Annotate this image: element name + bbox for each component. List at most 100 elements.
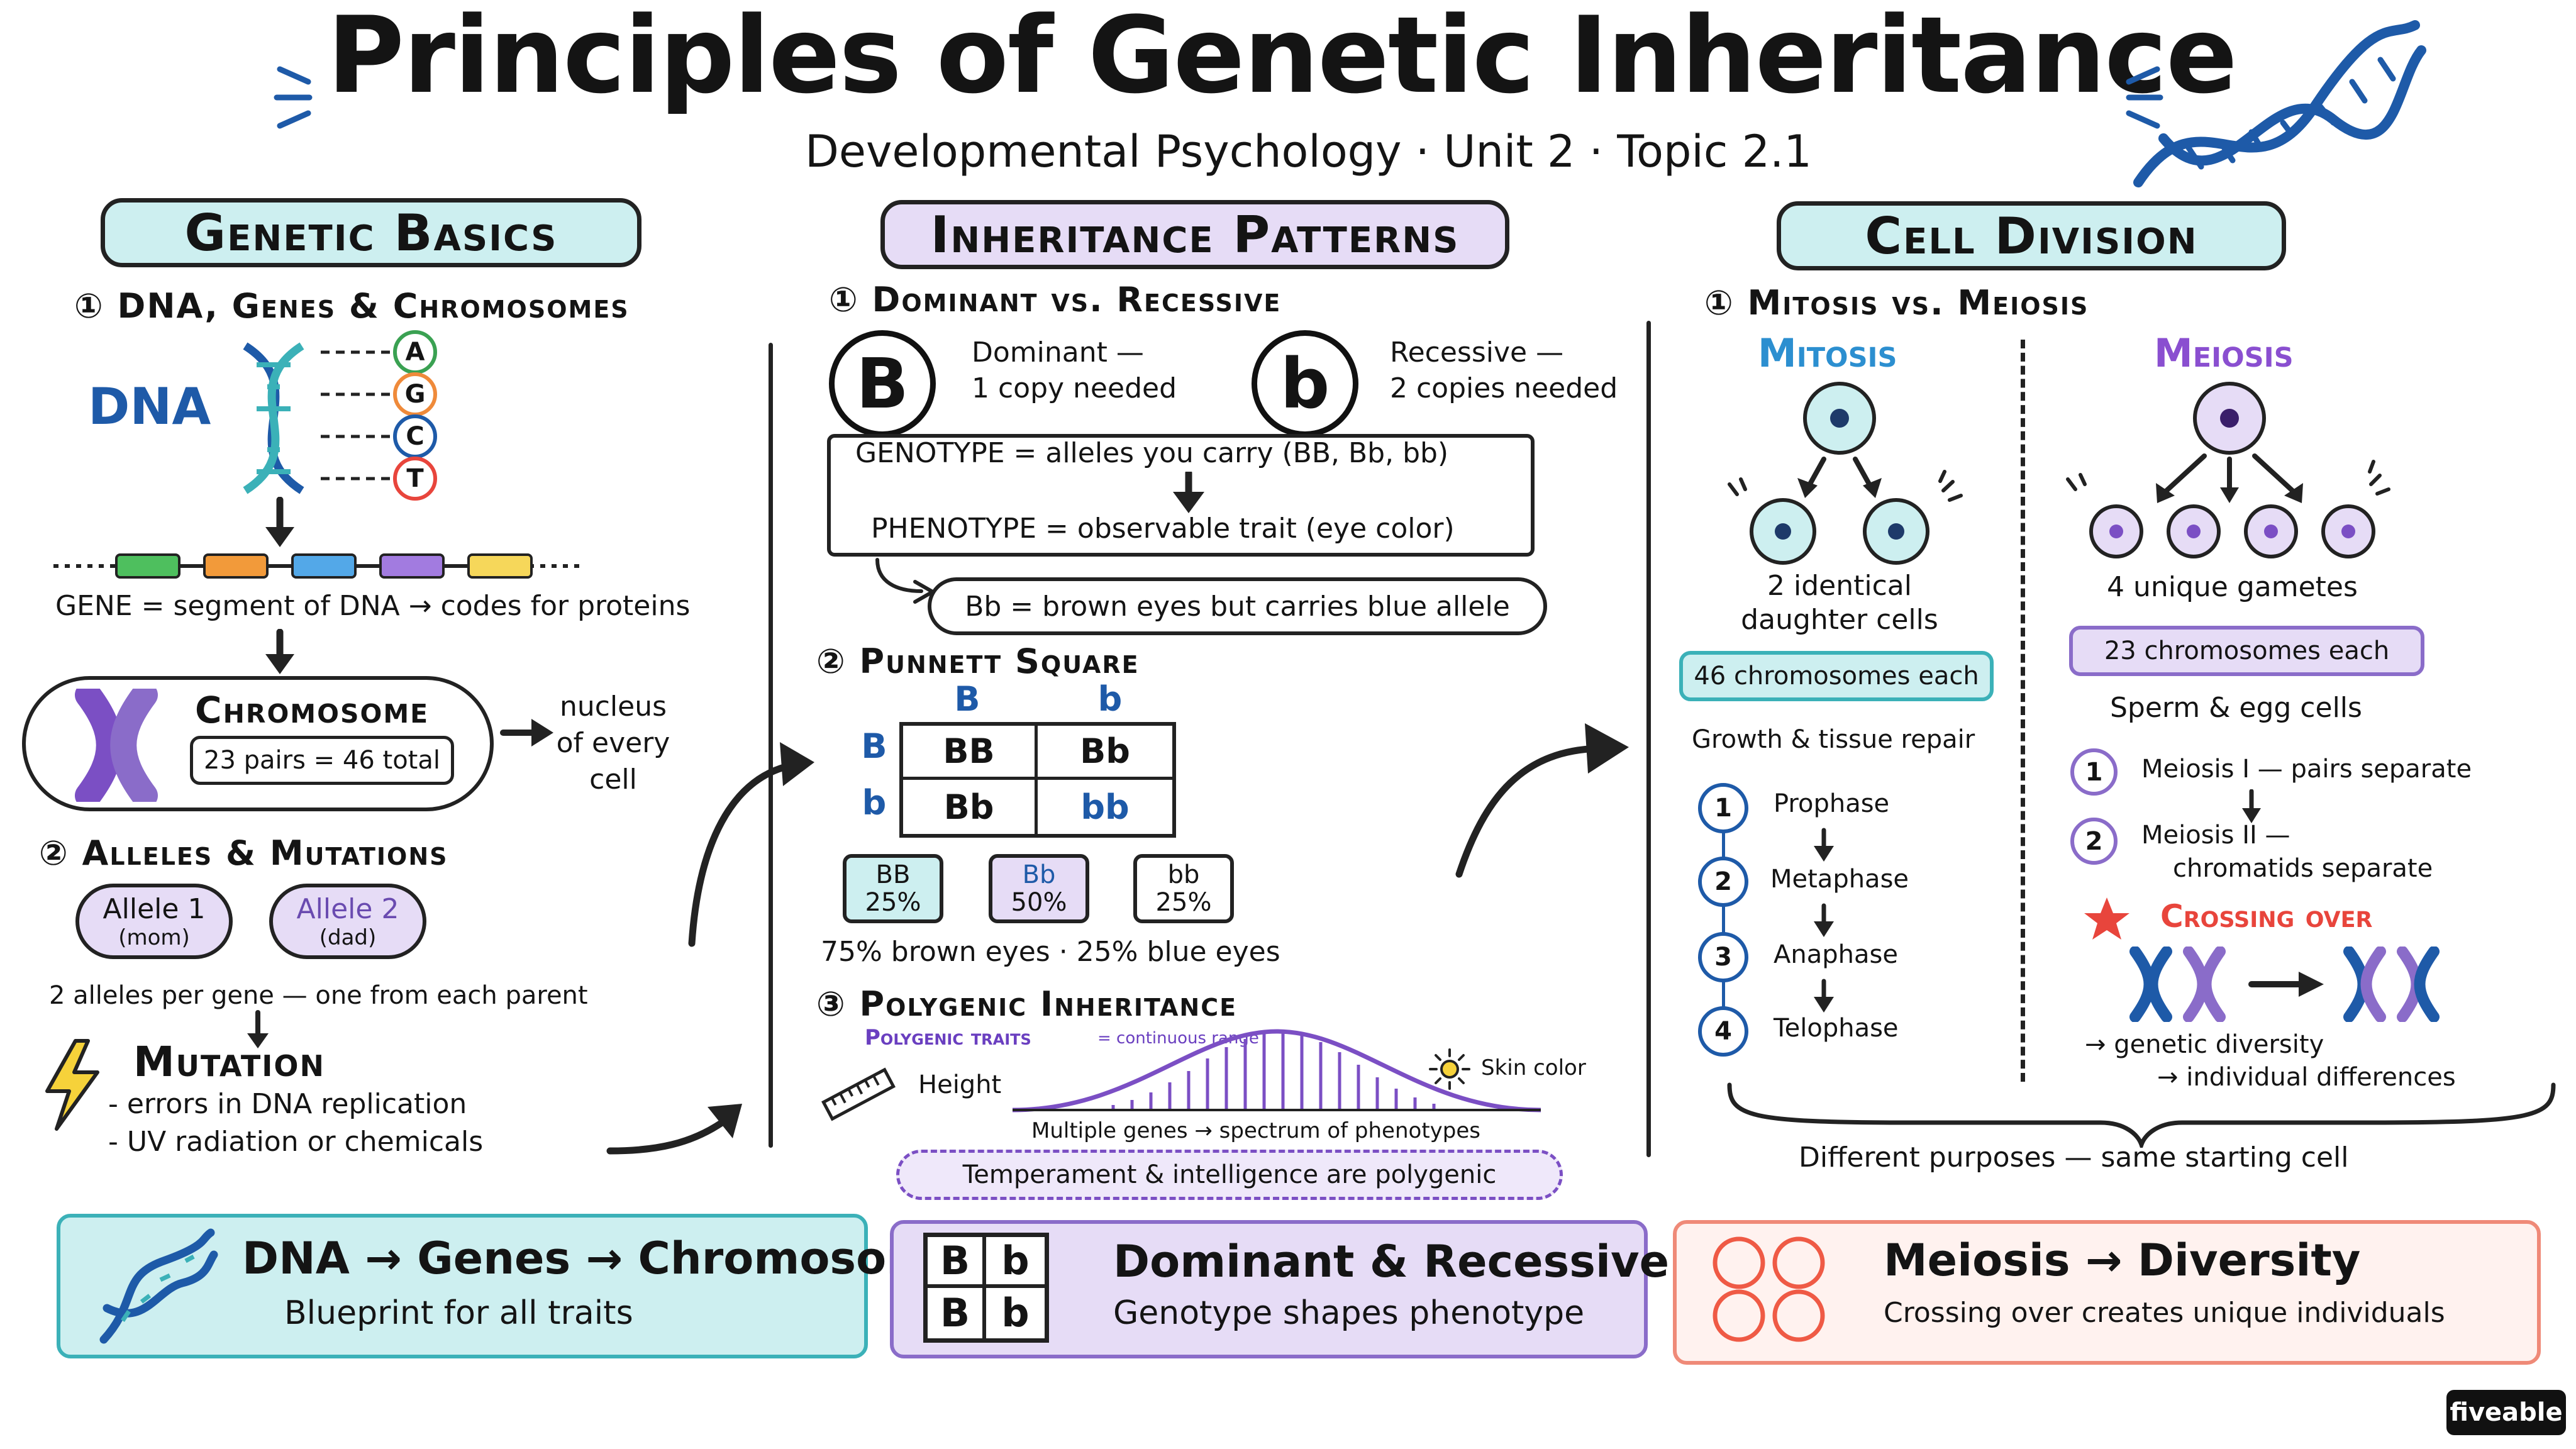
ratio-bb: BB 25% xyxy=(843,854,943,923)
gene-strand xyxy=(53,553,582,579)
punnett-col-header: B xyxy=(954,679,980,719)
nucleus-note-line: of every xyxy=(556,727,670,759)
meiosis-step2b: chromatids separate xyxy=(2173,854,2433,883)
dominant-symbol: B xyxy=(829,330,936,437)
nucleus-note: nucleus of every cell xyxy=(553,689,673,798)
temperament-note: Temperament & intelligence are polygenic xyxy=(896,1150,1563,1200)
meiosis-title: Meiosis xyxy=(2154,330,2294,376)
base-a: A xyxy=(393,330,437,374)
punnett-cell: BB xyxy=(903,726,1038,780)
sparkle-left-icon xyxy=(274,66,313,129)
nucleus-note-line: cell xyxy=(589,763,637,796)
mini-punnett-icon: B b B b xyxy=(923,1233,1049,1343)
ratio-bb-het: Bb 50% xyxy=(989,854,1089,923)
height-label: Height xyxy=(918,1070,1002,1099)
mitosis-diagram xyxy=(1728,382,1963,565)
meiosis-step-number: 1 xyxy=(2070,748,2118,796)
mini-punnett-cell: b xyxy=(1001,1290,1030,1336)
meiosis-purpose: Sperm & egg cells xyxy=(2110,692,2362,724)
patterns-s1-title: ① Dominant vs. Recessive xyxy=(829,280,1282,319)
dominant-line2: 1 copy needed xyxy=(972,372,1177,404)
arrow-down-icon xyxy=(265,497,294,547)
mitosis-result-line: 2 identical xyxy=(1767,570,1912,602)
ratio-genotype: bb xyxy=(1167,860,1200,889)
mini-punnett-cell: B xyxy=(928,1237,986,1288)
patterns-s3-title: ③ Polygenic Inheritance xyxy=(816,984,1238,1024)
alleles-note: 2 alleles per gene — one from each paren… xyxy=(49,981,588,1010)
mitosis-result-line: daughter cells xyxy=(1741,604,1938,636)
mitosis-purpose: Growth & tissue repair xyxy=(1692,725,1975,754)
phase-number: 2 xyxy=(1698,857,1748,907)
mutation-title: Mutation xyxy=(133,1038,325,1086)
nucleus-note-line: nucleus xyxy=(559,691,667,723)
arrow-down-icon xyxy=(2242,789,2261,823)
phase-label: Metaphase xyxy=(1770,865,1909,894)
allele-2-name: Allele 2 xyxy=(296,892,399,925)
division-bottom-note: Different purposes — same starting cell xyxy=(1799,1141,2349,1174)
allele-1-src: (mom) xyxy=(118,924,190,950)
summary-sub: Genotype shapes phenotype xyxy=(1113,1294,1585,1332)
allele-1-name: Allele 1 xyxy=(103,892,206,925)
summary-title: DNA → Genes → Chromosomes xyxy=(242,1233,989,1284)
multiple-genes-note: Multiple genes → spectrum of phenotypes xyxy=(1031,1118,1480,1143)
summary-card-dna xyxy=(57,1214,868,1358)
ratio-bb-rec: bb 25% xyxy=(1133,854,1234,923)
star-icon xyxy=(2084,897,2129,940)
ratio-genotype: BB xyxy=(875,860,911,889)
punnett-col-header: b xyxy=(1097,679,1123,719)
ratio-percent: 25% xyxy=(865,888,921,917)
dominant-line1: Dominant — xyxy=(972,336,1144,369)
phenotype-definition: PHENOTYPE = observable trait (eye color) xyxy=(871,513,1455,545)
flow-arrow-icon xyxy=(1455,723,1629,878)
mini-punnett-cell: b xyxy=(986,1237,1045,1288)
summary-title: Dominant & Recessive xyxy=(1113,1236,1670,1287)
meiosis-step-number: 2 xyxy=(2070,818,2118,865)
chromosome-icon xyxy=(75,689,158,802)
diversity-line2: → individual differences xyxy=(2157,1063,2456,1092)
punnett-row-header: B xyxy=(861,726,887,766)
division-s1-title: ① Mitosis vs. Meiosis xyxy=(1704,283,2089,323)
chromosome-title: Chromosome xyxy=(195,689,430,731)
page-title: Principles of Genetic Inheritance xyxy=(327,0,2238,117)
polygenic-traits-label: Polygenic traits xyxy=(865,1025,1031,1050)
allele-1: Allele 1 (mom) xyxy=(75,884,233,959)
meiosis-result: 4 unique gametes xyxy=(2107,571,2358,603)
ratio-percent: 50% xyxy=(1011,888,1067,917)
meiosis-diagram xyxy=(2066,382,2390,558)
arrow-down-icon xyxy=(265,629,294,674)
punnett-square: BB Bb Bb bb xyxy=(899,722,1176,838)
phase-number: 1 xyxy=(1698,783,1748,833)
phase-label: Telophase xyxy=(1774,1014,1899,1043)
lightning-icon xyxy=(45,1039,99,1131)
flow-arrow-icon xyxy=(606,1104,742,1155)
phase-connector xyxy=(1722,818,1725,1019)
curly-brace xyxy=(1727,1082,2556,1148)
punnett-result: 75% brown eyes · 25% blue eyes xyxy=(821,936,1280,968)
gene-definition: GENE = segment of DNA → codes for protei… xyxy=(55,590,691,622)
chromosome-count: 23 pairs = 46 total xyxy=(190,736,454,785)
recessive-line1: Recessive — xyxy=(1390,336,1564,369)
punnett-row-header: b xyxy=(862,783,887,823)
dna-dashes xyxy=(321,350,390,480)
section-heading-genetic-basics: Genetic Basics xyxy=(101,198,641,267)
punnett-cell: Bb xyxy=(1038,726,1172,780)
punnett-cell: bb xyxy=(1080,787,1130,827)
recessive-symbol: b xyxy=(1252,330,1358,437)
skin-color-label: Skin color xyxy=(1481,1055,1586,1080)
dna-label: DNA xyxy=(88,377,211,436)
allele-2: Allele 2 (dad) xyxy=(269,884,426,959)
mini-punnett-cell: B xyxy=(928,1287,986,1338)
basics-s1-title: ① DNA, Genes & Chromosomes xyxy=(74,286,630,326)
mitosis-result: 2 identical daughter cells xyxy=(1698,569,1981,637)
chromosome-crossover-icon xyxy=(2129,947,2440,1022)
sparkle-right-icon xyxy=(2126,66,2163,129)
divider-left xyxy=(769,343,773,1148)
phase-label: Prophase xyxy=(1774,789,1890,818)
phase-arrows-icon xyxy=(1814,828,1834,1013)
punnett-cell: Bb xyxy=(903,780,1038,834)
mitosis-meiosis-divider xyxy=(2021,340,2025,1082)
phase-number: 4 xyxy=(1698,1006,1748,1057)
ratio-genotype: Bb xyxy=(1022,860,1056,889)
summary-sub: Crossing over creates unique individuals xyxy=(1884,1297,2445,1329)
arrow-right-icon xyxy=(500,719,553,747)
